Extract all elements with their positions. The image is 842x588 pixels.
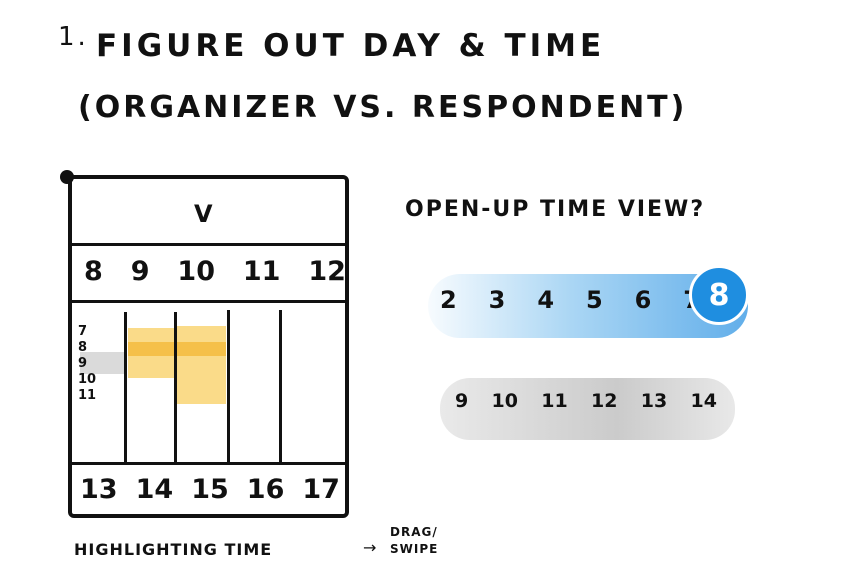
side-time-label: 11 (78, 388, 97, 403)
time-scroller[interactable] (440, 378, 735, 440)
divider-line (70, 300, 348, 303)
side-time-labels: 7 8 9 10 11 (78, 324, 96, 404)
hour-header-row: 8 9 10 11 12 (84, 256, 346, 287)
time-option[interactable]: 10 (491, 390, 518, 412)
highlighting-time-label: HIGHLIGHTING TIME (74, 540, 273, 559)
grid-column-line (227, 310, 230, 462)
time-option[interactable]: 9 (455, 390, 469, 412)
day-row: 13 14 15 16 17 (80, 474, 340, 505)
day-label[interactable]: 13 (80, 474, 118, 505)
date-list: 2 3 4 5 6 7 (440, 286, 700, 314)
day-label[interactable]: 15 (191, 474, 229, 505)
grid-column-line (279, 310, 282, 462)
title-line-1: FIGURE OUT DAY & TIME (96, 28, 606, 64)
hour-label: 8 (84, 256, 103, 287)
side-time-label: 8 (78, 340, 88, 355)
chevron-down-icon[interactable]: V (194, 200, 213, 228)
time-row-band (80, 352, 125, 374)
highlighted-time-slot[interactable] (176, 326, 226, 404)
date-option[interactable]: 2 (440, 286, 457, 314)
highlight-stroke (128, 342, 226, 356)
arrow-right-icon: → (363, 538, 377, 557)
date-option[interactable]: 6 (634, 286, 652, 314)
step-number: 1. (58, 22, 89, 52)
time-option[interactable]: 11 (541, 390, 568, 412)
hour-label: 12 (308, 256, 346, 287)
drag-swipe-label: DRAG/ SWIPE (390, 525, 439, 556)
date-option[interactable]: 3 (488, 286, 506, 314)
divider-line (70, 243, 348, 246)
selected-date-circle[interactable]: 8 (689, 265, 749, 325)
day-label[interactable]: 17 (302, 474, 340, 505)
time-option[interactable]: 12 (591, 390, 618, 412)
side-time-label: 7 (78, 324, 88, 339)
date-option[interactable]: 4 (537, 286, 555, 314)
time-option[interactable]: 14 (690, 390, 717, 412)
frame-corner-dot (60, 170, 74, 184)
time-list: 9 10 11 12 13 14 (455, 390, 717, 412)
day-label[interactable]: 14 (135, 474, 174, 505)
day-label[interactable]: 16 (246, 474, 285, 505)
side-time-label: 9 (78, 356, 88, 371)
grid-column-line (174, 312, 177, 462)
title-line-2: (ORGANIZER VS. RESPONDENT) (78, 90, 688, 125)
grid-column-line (124, 312, 127, 462)
hour-label: 11 (242, 256, 281, 287)
date-option[interactable]: 5 (585, 286, 603, 314)
divider-line (70, 462, 348, 465)
hour-label: 9 (130, 256, 150, 287)
side-time-label: 10 (78, 372, 97, 387)
calendar-sketch-frame (68, 175, 349, 518)
open-up-time-view-label: OPEN-UP TIME VIEW? (405, 197, 706, 222)
hour-label: 10 (177, 256, 215, 287)
time-option[interactable]: 13 (640, 390, 668, 412)
